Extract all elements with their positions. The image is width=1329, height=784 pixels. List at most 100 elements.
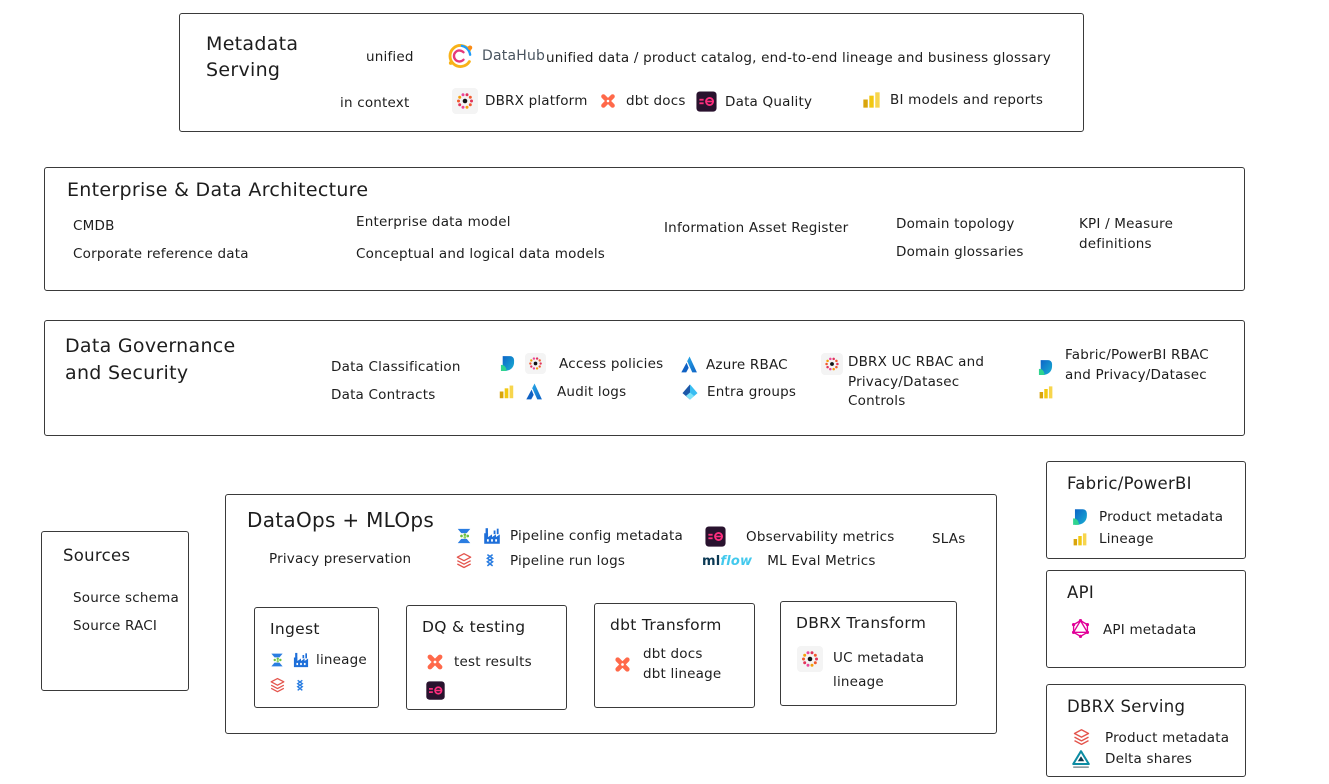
fabric-powerbi-title: Fabric/PowerBI [1067, 474, 1192, 493]
dq-testing-title: DQ & testing [422, 618, 526, 636]
dbt-lineage-label: dbt lineage [643, 666, 722, 682]
dbt-icon [597, 90, 619, 112]
in-context-label: in context [340, 95, 410, 111]
dbrx-uc-rbac-label: DBRX UC RBAC and Privacy/Datasec Control… [848, 354, 985, 410]
serving-product-metadata-label: Product metadata [1105, 730, 1230, 746]
dbrx-lineage-label: lineage [833, 674, 884, 690]
observability-metrics-label: Observability metrics [746, 528, 895, 545]
dbrx-platform-label: DBRX platform [485, 93, 588, 109]
information-asset-register-label: Information Asset Register [664, 220, 849, 236]
elementary-icon [695, 90, 718, 113]
dbrx-serving-box: DBRX Serving Product metadata Delta shar… [1046, 684, 1246, 777]
test-results-label: test results [454, 654, 532, 670]
azure-icon [678, 354, 699, 375]
api-box: API API metadata [1046, 570, 1246, 668]
metadata-serving-title: Metadata Serving [206, 33, 299, 81]
fabric-icon [497, 353, 518, 374]
graphql-icon [1069, 617, 1092, 640]
domain-topology-label: Domain topology [896, 216, 1015, 232]
pipeline-config-metadata-label: Pipeline config metadata [510, 528, 683, 544]
datahub-description: unified data / product catalog, end-to-e… [546, 50, 1051, 66]
fabric-lineage-label: Lineage [1099, 531, 1154, 547]
slas-label: SLAs [932, 531, 966, 547]
databricks-stack-icon [268, 676, 287, 695]
dbt-transform-box: dbt Transform dbt docs dbt lineage [594, 603, 755, 708]
delta-shares-label: Delta shares [1105, 751, 1193, 767]
sources-box: Sources Source schema Source RACI [41, 531, 189, 691]
uc-metadata-label: UC metadata [833, 650, 925, 666]
azure-rbac-label: Azure RBAC [706, 356, 788, 373]
delta-sharing-icon [1070, 748, 1092, 770]
fabric-powerbi-box: Fabric/PowerBI Product metadata Lineage [1046, 461, 1246, 559]
fabric-icon [1069, 506, 1091, 528]
elementary-icon [425, 680, 446, 701]
governance-title: Data Governance and Security [65, 335, 236, 384]
powerbi-bars-icon [497, 382, 516, 401]
source-raci-label: Source RACI [73, 618, 158, 634]
datahub-icon [445, 41, 475, 71]
bi-models-label: BI models and reports [890, 91, 1044, 108]
mlflow-logo: mlflow [702, 553, 753, 569]
factory-icon [291, 650, 311, 670]
dbt-docs-label: dbt docs [643, 646, 703, 662]
dq-testing-box: DQ & testing test results [406, 605, 567, 710]
data-classification-label: Data Classification [331, 359, 461, 375]
entra-icon [680, 382, 700, 402]
access-policies-label: Access policies [559, 355, 664, 372]
entra-groups-label: Entra groups [707, 384, 797, 400]
unity-catalog-icon [453, 89, 477, 113]
privacy-preservation-label: Privacy preservation [269, 551, 412, 567]
unity-catalog-icon [797, 646, 823, 672]
datahub-wordmark: DataHub [482, 48, 546, 64]
powerbi-bars-icon [1071, 530, 1089, 548]
databricks-stack-icon [1071, 727, 1092, 748]
fabric-product-metadata-label: Product metadata [1099, 509, 1224, 525]
data-contracts-label: Data Contracts [331, 387, 436, 403]
elementary-icon [704, 525, 727, 548]
unified-label: unified [366, 49, 414, 65]
dbt-icon [611, 653, 634, 676]
api-title: API [1067, 583, 1095, 602]
databricks-stack-icon [454, 551, 474, 571]
dataops-box: DataOps + MLOps Privacy preservation Pip… [225, 494, 997, 734]
dbrx-transform-title: DBRX Transform [796, 614, 927, 632]
sources-title: Sources [63, 546, 131, 565]
pipeline-run-logs-label: Pipeline run logs [510, 553, 626, 569]
unity-catalog-icon [526, 354, 545, 373]
powerbi-bars-icon [1037, 383, 1055, 401]
ingest-title: Ingest [270, 620, 320, 638]
enterprise-architecture-title: Enterprise & Data Architecture [67, 179, 369, 201]
unity-catalog-icon [821, 353, 843, 375]
governance-box: Data Governance and Security Data Classi… [44, 320, 1245, 436]
conceptual-logical-models-label: Conceptual and logical data models [356, 246, 606, 262]
ingest-box: Ingest lineage [254, 607, 379, 708]
dbrx-transform-box: DBRX Transform UC metadata lineage [780, 601, 957, 706]
dbt-transform-title: dbt Transform [610, 616, 722, 634]
metadata-serving-box: Metadata Serving unified DataHub unified… [179, 13, 1084, 132]
enterprise-architecture-box: Enterprise & Data Architecture CMDB Corp… [44, 167, 1245, 291]
dataops-title: DataOps + MLOps [247, 508, 435, 532]
enterprise-data-model-label: Enterprise data model [356, 214, 511, 230]
domain-glossaries-label: Domain glossaries [896, 244, 1024, 260]
dbt-icon [423, 650, 447, 674]
fabric-icon [1035, 357, 1056, 378]
factory-icon [481, 525, 503, 547]
dbt-docs-label: dbt docs [626, 93, 686, 109]
powerbi-bars-icon [860, 88, 883, 111]
api-metadata-label: API metadata [1103, 622, 1197, 638]
azure-icon [523, 381, 544, 402]
source-schema-label: Source schema [73, 590, 179, 606]
fabric-powerbi-rbac-label: Fabric/PowerBI RBAC and Privacy/Datasec [1065, 347, 1209, 383]
ml-eval-metrics-label: ML Eval Metrics [767, 553, 876, 569]
dbrx-serving-title: DBRX Serving [1067, 697, 1186, 716]
adf-icon [268, 651, 286, 669]
cmdb-label: CMDB [73, 218, 115, 234]
kpi-measure-definitions-label: KPI / Measure definitions [1079, 216, 1174, 253]
adf-icon [454, 526, 474, 546]
ingest-lineage-label: lineage [316, 652, 367, 668]
zigzag-icon [292, 678, 308, 694]
audit-logs-label: Audit logs [557, 383, 627, 400]
data-quality-label: Data Quality [725, 93, 813, 110]
corporate-reference-data-label: Corporate reference data [73, 246, 249, 262]
